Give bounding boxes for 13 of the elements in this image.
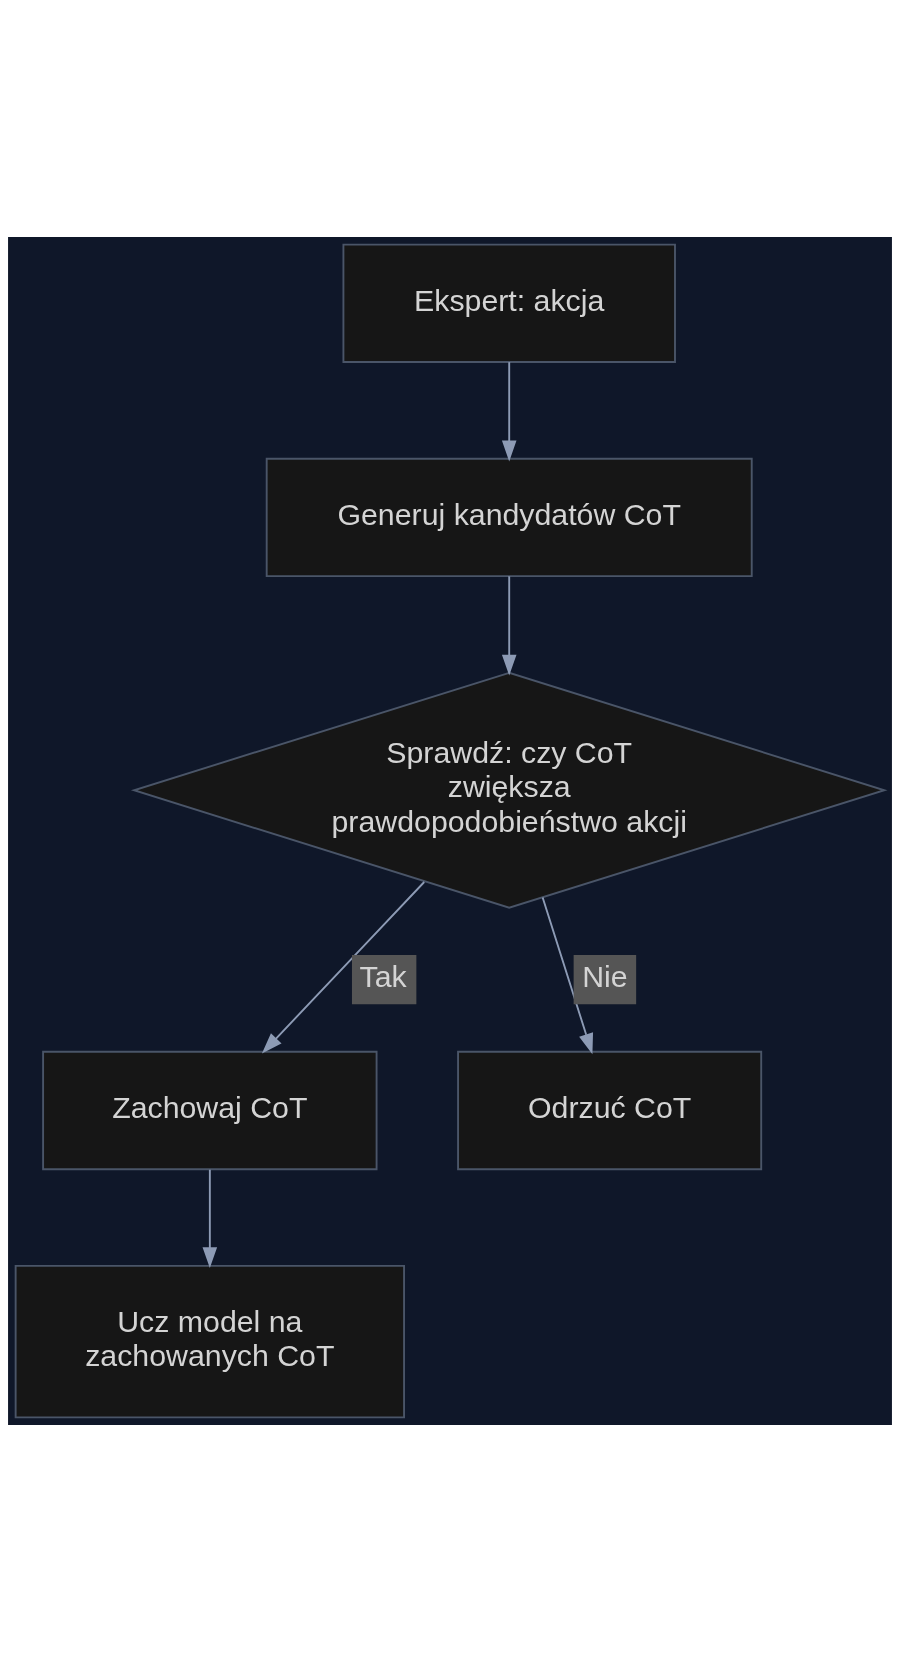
edge-label: Tak	[359, 959, 407, 993]
node-box: Odrzuć CoT	[457, 1050, 763, 1170]
node-box: Ucz model na zachowanych CoT	[14, 1264, 405, 1418]
arrow	[501, 574, 517, 676]
node-box: Ekspert: akcja	[342, 243, 676, 363]
node-diamond: Sprawdź: czy CoT zwiększa prawdopodobieństwo akcji	[130, 671, 888, 909]
arrow	[541, 896, 594, 1054]
arrow	[261, 880, 426, 1054]
node-box: Generuj kandydatów CoT	[265, 457, 753, 577]
arrow	[501, 360, 517, 461]
node-box: Zachowaj CoT	[42, 1050, 378, 1170]
edge-label: Nie	[582, 959, 628, 993]
arrow	[202, 1168, 218, 1268]
